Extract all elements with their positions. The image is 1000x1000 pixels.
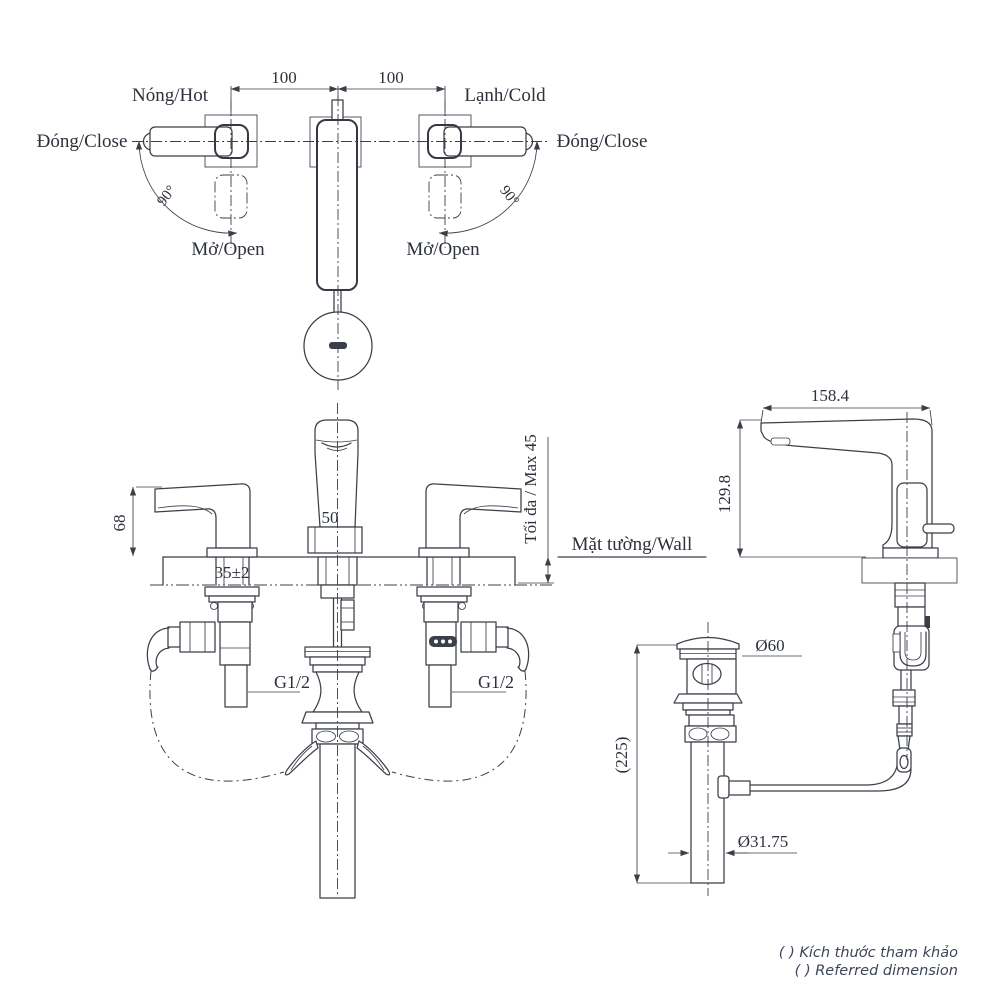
footnote-en: ( ) Referred dimension — [795, 963, 958, 979]
side-view: 158.4 129.8 — [715, 386, 958, 792]
spout-base-flange — [307, 526, 363, 554]
wall-label: Mặt tường/Wall — [572, 534, 693, 555]
left-escutcheon — [206, 547, 258, 558]
cold-label: Lạnh/Cold — [464, 85, 546, 106]
drain-side-view: (225) Ø60 Ø31.75 — [612, 622, 802, 896]
dim-60: Ø60 — [755, 636, 784, 655]
spout-body-top — [316, 119, 358, 291]
right-handle-front — [425, 483, 522, 549]
dim-100-left: 100 — [271, 68, 297, 87]
spout-stem — [331, 99, 344, 123]
dim-max-45: Tối đa / Max 45 — [521, 434, 540, 544]
horizontal-rod-top — [748, 765, 898, 786]
left-supply-shank — [224, 664, 248, 708]
footnote-vi: ( ) Kích thước tham khảo — [779, 945, 958, 961]
drain-tailpipe-side — [690, 741, 725, 884]
right-escutcheon — [418, 547, 470, 558]
open-right-label: Mở/Open — [406, 239, 480, 260]
base-flange-side — [882, 547, 939, 559]
right-hose-arc — [391, 670, 527, 782]
angle-right-label: 90° — [496, 183, 522, 209]
dim-68: 68 — [110, 515, 129, 532]
handle-side — [896, 482, 928, 548]
overflow-hole — [692, 662, 722, 686]
hot-label: Nóng/Hot — [132, 85, 209, 106]
footnote: ( ) Kích thước tham khảo ( ) Referred di… — [779, 945, 958, 979]
dim-50: 50 — [322, 508, 339, 527]
thread-right-label: G1/2 — [478, 672, 514, 692]
thread-left-label: G1/2 — [274, 672, 310, 692]
dim-158-4: 158.4 — [811, 386, 850, 405]
close-right-label: Đóng/Close — [557, 131, 648, 152]
spout-front — [314, 419, 359, 528]
front-view: 68 50 35±2 Tối đa / Max 45 Mặt tường/Wal… — [110, 403, 707, 899]
dim-35-2: 35±2 — [215, 563, 250, 582]
top-view: 100 100 Nóng/Hot Lạnh/Cold Đóng/Close Đó… — [37, 68, 648, 390]
right-hose-end — [356, 740, 391, 776]
left-rotation-arc — [135, 140, 238, 237]
pivot-fitting — [717, 775, 730, 799]
dim-31-75: Ø31.75 — [738, 832, 789, 851]
right-rotation-arc — [438, 140, 541, 237]
left-hose-end — [284, 740, 319, 776]
aerator-side — [770, 437, 791, 446]
deck-side — [861, 557, 958, 584]
dim-100-right: 100 — [378, 68, 404, 87]
dim-225: (225) — [612, 737, 631, 774]
horizontal-rod-bottom — [748, 768, 912, 792]
pull-rod — [922, 523, 955, 534]
close-left-label: Đóng/Close — [37, 131, 128, 152]
angle-left-label: 90° — [154, 183, 180, 209]
open-left-label: Mở/Open — [191, 239, 265, 260]
dim-129-8: 129.8 — [715, 475, 734, 513]
lift-rod-block — [340, 599, 355, 631]
left-hose-arc — [149, 670, 285, 782]
right-supply-shank — [428, 664, 452, 708]
left-handle-front — [154, 483, 251, 549]
